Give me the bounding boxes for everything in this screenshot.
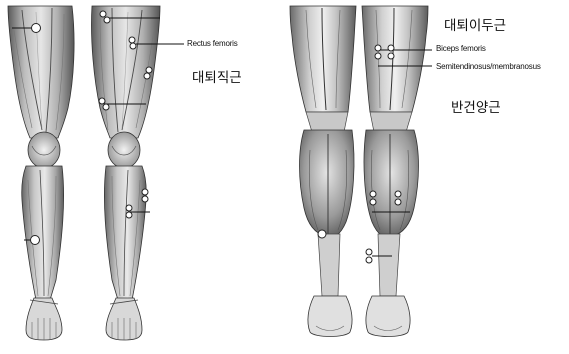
biceps-femoris-label: Biceps femoris (436, 44, 486, 53)
electrode-marker (31, 236, 40, 245)
back-left-leg (290, 6, 356, 337)
electrode-marker (366, 257, 372, 263)
electrode-marker (375, 53, 381, 59)
electrode-marker (395, 191, 401, 197)
electrode-marker (318, 230, 326, 238)
electrode-marker (103, 104, 109, 110)
electrode-marker (99, 98, 105, 104)
front-right-leg (91, 6, 160, 340)
electrode-marker (142, 189, 148, 195)
electrode-marker (100, 11, 106, 17)
electrode-marker (104, 17, 110, 23)
electrode-marker (370, 191, 376, 197)
front-left-knee (28, 132, 60, 168)
electrode-marker (126, 205, 132, 211)
electrode-marker (32, 24, 41, 33)
biceps-femoris-ko-label: 대퇴이두근 (444, 14, 506, 34)
electrode-marker (144, 73, 150, 79)
back-left-calf (300, 130, 355, 237)
electrode-marker (388, 53, 394, 59)
electrode-marker (375, 45, 381, 51)
back-right-leg (362, 6, 428, 337)
electrode-marker (146, 67, 152, 73)
back-right-thigh (362, 6, 428, 112)
rectus-femoris-ko-label: 대퇴직근 (192, 66, 242, 86)
electrode-marker (142, 196, 148, 202)
front-left-leg (8, 6, 74, 340)
semitendinosus-ko-label: 반건양근 (451, 96, 501, 116)
electrode-marker (130, 43, 136, 49)
back-right-calf (364, 130, 419, 237)
electrode-marker (388, 45, 394, 51)
electrode-marker (126, 212, 132, 218)
electrode-marker (129, 37, 135, 43)
electrode-marker (366, 249, 372, 255)
electrode-marker (395, 199, 401, 205)
electrode-marker (370, 199, 376, 205)
semitendinosus-label: Semitendinosus/membranosus (436, 62, 541, 71)
rectus-femoris-label: Rectus femoris (187, 39, 238, 48)
front-right-knee (108, 132, 140, 168)
